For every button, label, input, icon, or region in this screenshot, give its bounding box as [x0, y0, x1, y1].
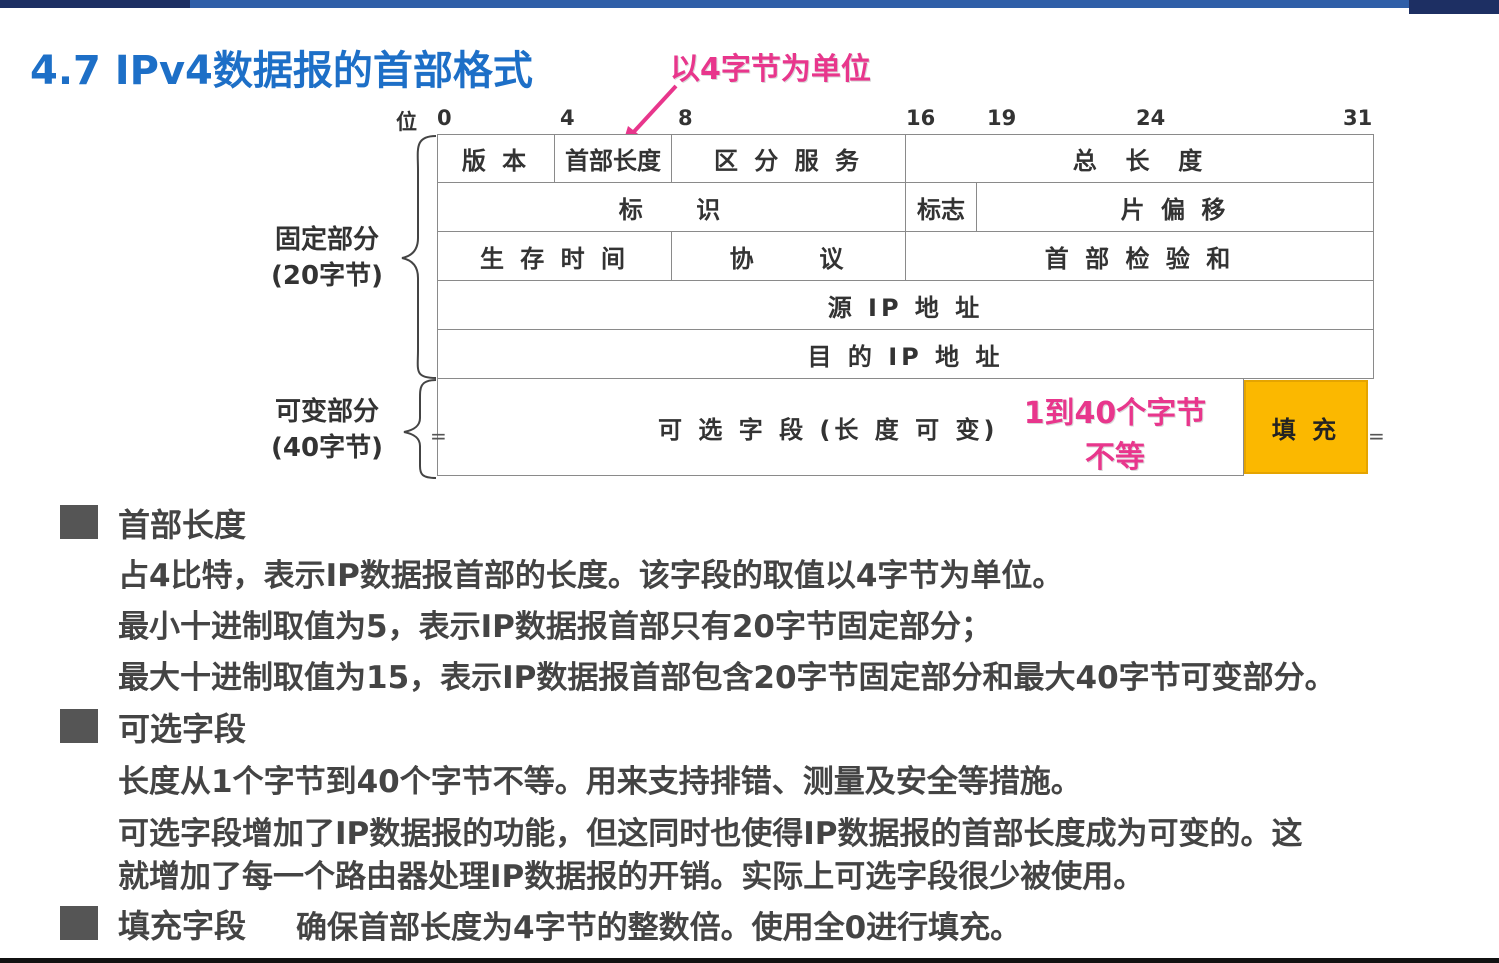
field-flags: 标志 — [905, 182, 977, 232]
bit-scale: 位 0 4 8 16 19 24 31 — [0, 106, 1499, 136]
field-header-length: 首部长度 — [554, 134, 672, 183]
section-inline-text: 确保首部长度为4字节的整数倍。使用全0进行填充。 — [296, 910, 1022, 946]
bit-label: 位 — [396, 110, 417, 134]
top-banner-left — [0, 0, 190, 8]
field-options: 可 选 字 段 (长 度 可 变) — [437, 378, 1244, 476]
field-padding: 填 充 — [1244, 380, 1368, 474]
bottom-border — [0, 958, 1499, 963]
field-source-ip: 源 IP 地 址 — [437, 280, 1374, 330]
fixed-part-label-line2: (20字节) — [271, 261, 383, 291]
section-line: 就增加了每一个路由器处理IP数据报的开销。实际上可选字段很少被使用。 — [118, 859, 1145, 895]
slide-title: 4.7 IPv4数据报的首部格式 — [30, 48, 533, 94]
section-line: 占4比特，表示IP数据报首部的长度。该字段的取值以4字节为单位。 — [118, 558, 1064, 594]
bit-0: 0 — [437, 106, 452, 130]
field-fragment-offset: 片 偏 移 — [976, 182, 1374, 232]
unit-annotation: 以4字节为单位 — [670, 52, 871, 87]
section-line: 可选字段增加了IP数据报的功能，但这同时也使得IP数据报的首部长度成为可变的。这 — [118, 816, 1303, 852]
bit-8: 8 — [678, 106, 693, 130]
right-eq-mark: = — [1368, 424, 1385, 448]
top-banner — [0, 0, 1499, 8]
options-length-annotation: 1到40个字节 不等 — [1010, 392, 1220, 480]
bullet-square — [60, 906, 98, 940]
options-length-note-line1: 1到40个字节 — [1023, 396, 1207, 431]
field-dest-ip: 目 的 IP 地 址 — [437, 329, 1374, 379]
bullet-square — [60, 709, 98, 743]
bit-24: 24 — [1136, 106, 1166, 130]
field-ttl: 生 存 时 间 — [437, 231, 672, 281]
section-title-padding: 填充字段 — [118, 907, 247, 945]
field-diff-services: 区 分 服 务 — [671, 134, 906, 183]
options-length-note-line2: 不等 — [1085, 440, 1145, 475]
ipv4-header-table: 版 本 首部长度 区 分 服 务 总 长 度 标 识 标志 片 偏 移 生 存 … — [437, 134, 1374, 476]
variable-part-label: 可变部分 (40字节) — [262, 394, 392, 466]
bit-16: 16 — [906, 106, 936, 130]
field-total-length: 总 长 度 — [905, 134, 1374, 183]
variable-part-label-line2: (40字节) — [271, 433, 383, 463]
variable-part-label-line1: 可变部分 — [274, 397, 379, 427]
section-title-options: 可选字段 — [118, 710, 247, 748]
bit-31: 31 — [1343, 106, 1373, 130]
section-line: 长度从1个字节到40个字节不等。用来支持排错、测量及安全等措施。 — [118, 764, 1082, 800]
fixed-part-label: 固定部分 (20字节) — [262, 222, 392, 294]
bullet-square — [60, 505, 98, 539]
section-title-header-length: 首部长度 — [118, 506, 247, 544]
top-banner-right — [1409, 0, 1499, 14]
left-eq-mark: = — [430, 424, 447, 448]
bit-19: 19 — [987, 106, 1017, 130]
section-line: 最大十进制取值为15，表示IP数据报首部包含20字节固定部分和最大40字节可变部… — [118, 660, 1336, 696]
bit-4: 4 — [560, 106, 575, 130]
fixed-part-label-line1: 固定部分 — [274, 225, 379, 255]
section-line: 最小十进制取值为5，表示IP数据报首部只有20字节固定部分； — [118, 609, 992, 645]
field-version: 版 本 — [437, 134, 555, 183]
